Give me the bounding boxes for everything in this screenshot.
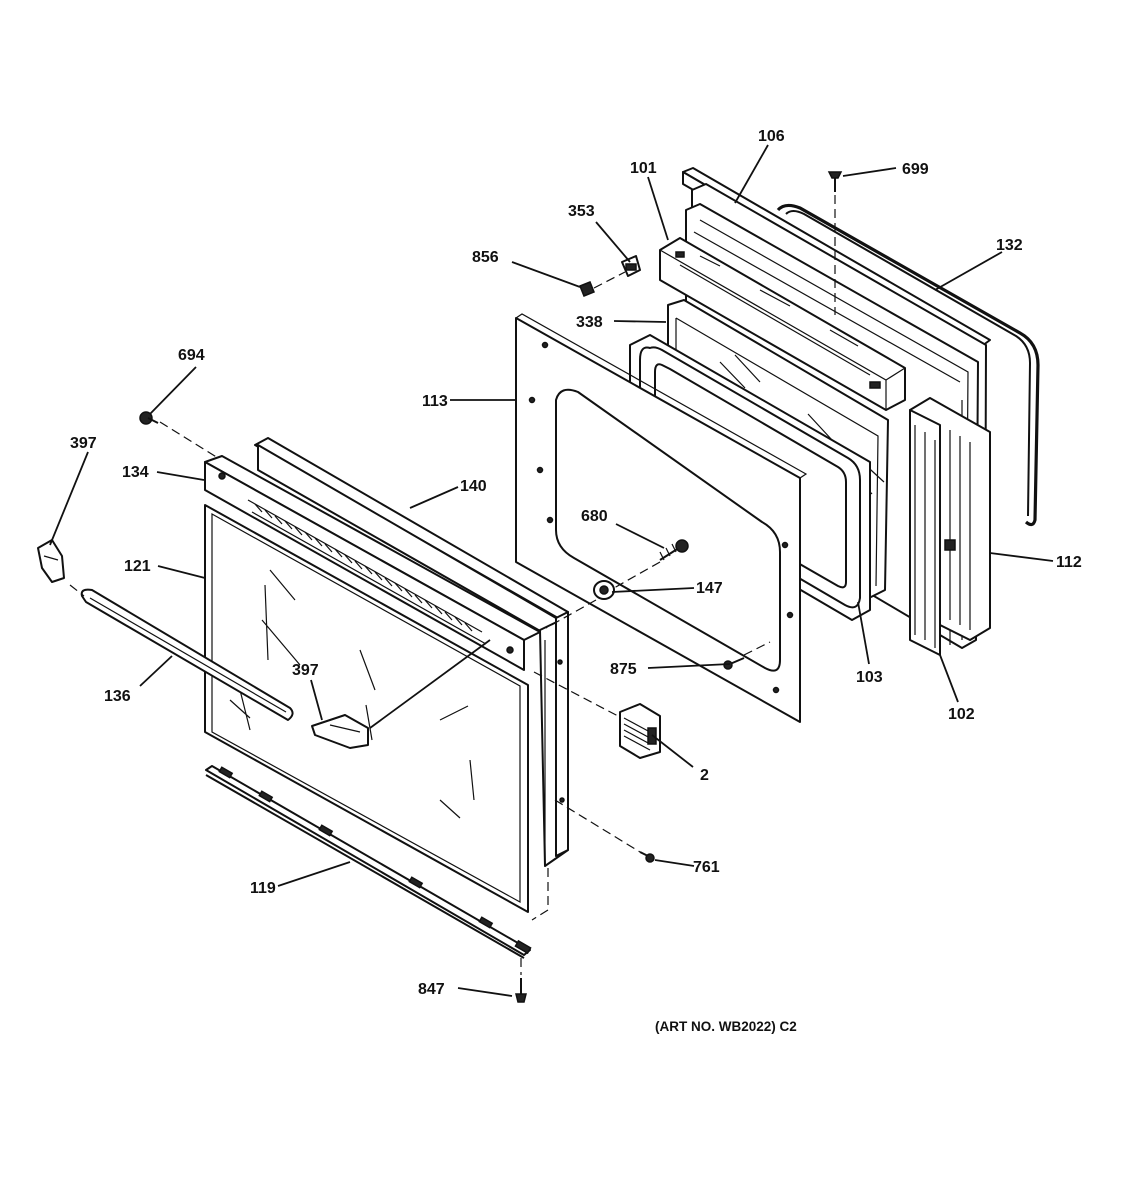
callout-113: 113 [422,393,448,410]
callout-856: 856 [472,249,499,266]
assembly-guide-lines [69,195,836,975]
part-113-inner-panel [515,313,808,723]
part-134-vent-strip [204,455,541,671]
callout-132: 132 [996,237,1023,254]
screw-847 [515,978,527,1003]
callout-140: 140 [460,478,487,495]
part-101-vent-duct [659,237,906,411]
screw-694 [139,411,159,425]
callout-103: 103 [856,669,883,686]
washer-147 [593,580,615,600]
callout-102: 102 [948,706,975,723]
callout-147: 147 [696,580,723,597]
screw-761 [639,851,655,863]
callout-112: 112 [1056,554,1082,571]
part-397-handle-cap-left [37,539,65,583]
callout-680: 680 [581,508,608,525]
callout-119: 119 [250,880,276,897]
callout-labels: 106 699 101 353 132 856 338 694 113 397 … [70,128,1082,998]
screw-680 [659,539,689,561]
callout-121: 121 [124,558,151,575]
callout-761: 761 [693,859,720,876]
callout-694: 694 [178,347,205,364]
callout-353: 353 [568,203,595,220]
callout-397-center: 397 [292,662,319,679]
art-number-caption: (ART NO. WB2022) C2 [655,1019,797,1034]
part-132-gasket [776,203,1040,527]
part-353-clip [621,255,641,277]
callout-847: 847 [418,981,445,998]
callout-2: 2 [700,767,709,784]
screw-699 [827,171,843,192]
screw-856 [579,281,595,297]
callout-134: 134 [122,464,149,481]
callout-699: 699 [902,161,929,178]
leader-lines [49,144,1054,997]
part-136-door-handle [80,588,294,721]
callout-338: 338 [576,314,603,331]
callout-101: 101 [630,160,657,177]
callout-397-left: 397 [70,435,97,452]
callout-106: 106 [758,128,785,145]
callout-136: 136 [104,688,131,705]
part-102-side-channel [909,397,991,656]
part-2-hinge-bracket [619,703,661,759]
part-397-handle-cap-center [311,714,369,749]
callout-875: 875 [610,661,637,678]
part-140-outer-frame [254,437,569,867]
part-119-bottom-trim [205,765,532,959]
